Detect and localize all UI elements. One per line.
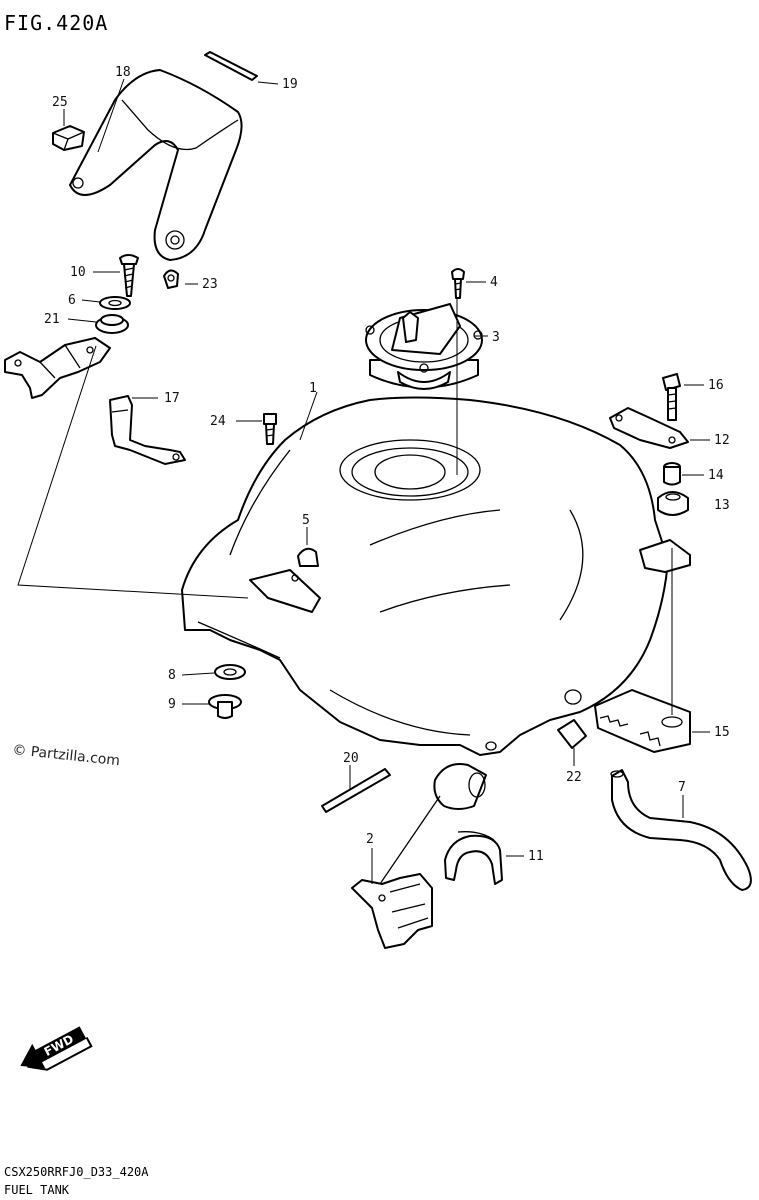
callout-19[interactable]: 19 bbox=[282, 77, 298, 92]
callout-20[interactable]: 20 bbox=[343, 751, 359, 766]
callout-23[interactable]: 23 bbox=[202, 277, 218, 292]
callout-5[interactable]: 5 bbox=[302, 513, 310, 528]
callout-1[interactable]: 1 bbox=[309, 381, 317, 396]
callout-16[interactable]: 16 bbox=[708, 378, 724, 393]
part-bolt-4[interactable] bbox=[451, 268, 465, 299]
callout-24[interactable]: 24 bbox=[210, 414, 226, 429]
callout-7[interactable]: 7 bbox=[678, 780, 686, 795]
callout-labels: 1 2 3 4 5 6 7 8 9 10 11 12 13 14 15 16 1… bbox=[44, 65, 730, 864]
part-hose-7[interactable] bbox=[610, 769, 752, 891]
part-tank-cover[interactable] bbox=[69, 69, 243, 261]
part-grommet-8[interactable] bbox=[214, 664, 246, 680]
callout-18[interactable]: 18 bbox=[115, 65, 131, 80]
callout-11[interactable]: 11 bbox=[528, 849, 544, 864]
watermark: © Partzilla.com bbox=[12, 742, 121, 769]
part-bolt-24[interactable] bbox=[263, 413, 277, 445]
callout-17[interactable]: 17 bbox=[164, 391, 180, 406]
part-strip-19[interactable] bbox=[204, 51, 258, 81]
part-clip-23[interactable] bbox=[163, 269, 179, 289]
part-bolt-16[interactable] bbox=[662, 373, 681, 421]
callout-14[interactable]: 14 bbox=[708, 468, 724, 483]
part-pad-22[interactable] bbox=[557, 719, 587, 749]
part-fuel-tank[interactable] bbox=[181, 396, 691, 756]
part-strip-20[interactable] bbox=[321, 768, 391, 813]
part-fuel-cap[interactable] bbox=[365, 303, 483, 390]
part-grommet-13[interactable] bbox=[657, 491, 689, 516]
part-pad-25[interactable] bbox=[52, 125, 85, 151]
callout-15[interactable]: 15 bbox=[714, 725, 730, 740]
callout-21[interactable]: 21 bbox=[44, 312, 60, 327]
callout-10[interactable]: 10 bbox=[70, 265, 86, 280]
part-bolt-10[interactable] bbox=[119, 254, 139, 297]
part-bracket-17[interactable] bbox=[4, 337, 186, 465]
part-pad-5[interactable] bbox=[297, 547, 319, 567]
footer-code: CSX250RRFJ0_D33_420A bbox=[4, 1165, 149, 1179]
part-collar-9[interactable] bbox=[208, 694, 242, 719]
callout-3[interactable]: 3 bbox=[492, 330, 500, 345]
part-clamp-11[interactable] bbox=[444, 831, 503, 885]
callout-8[interactable]: 8 bbox=[168, 668, 176, 683]
callout-4[interactable]: 4 bbox=[490, 275, 498, 290]
part-washer-6[interactable] bbox=[99, 296, 131, 310]
callout-2[interactable]: 2 bbox=[366, 832, 374, 847]
leader-lines bbox=[17, 78, 710, 884]
callout-13[interactable]: 13 bbox=[714, 498, 730, 513]
callout-25[interactable]: 25 bbox=[52, 95, 68, 110]
part-plate-12[interactable] bbox=[609, 407, 689, 449]
part-mount-15[interactable] bbox=[594, 689, 691, 753]
figure-title: FIG.420A bbox=[4, 11, 108, 35]
callout-9[interactable]: 9 bbox=[168, 697, 176, 712]
part-fuel-pump[interactable] bbox=[351, 763, 487, 949]
part-collar-14[interactable] bbox=[663, 462, 681, 486]
fwd-label: FWD bbox=[42, 1032, 76, 1059]
footer-name: FUEL TANK bbox=[4, 1183, 70, 1197]
fwd-arrow-icon: FWD bbox=[20, 1026, 93, 1071]
callout-6[interactable]: 6 bbox=[68, 293, 76, 308]
part-grommet-21[interactable] bbox=[95, 314, 129, 334]
callout-22[interactable]: 22 bbox=[566, 770, 582, 785]
callout-12[interactable]: 12 bbox=[714, 433, 730, 448]
